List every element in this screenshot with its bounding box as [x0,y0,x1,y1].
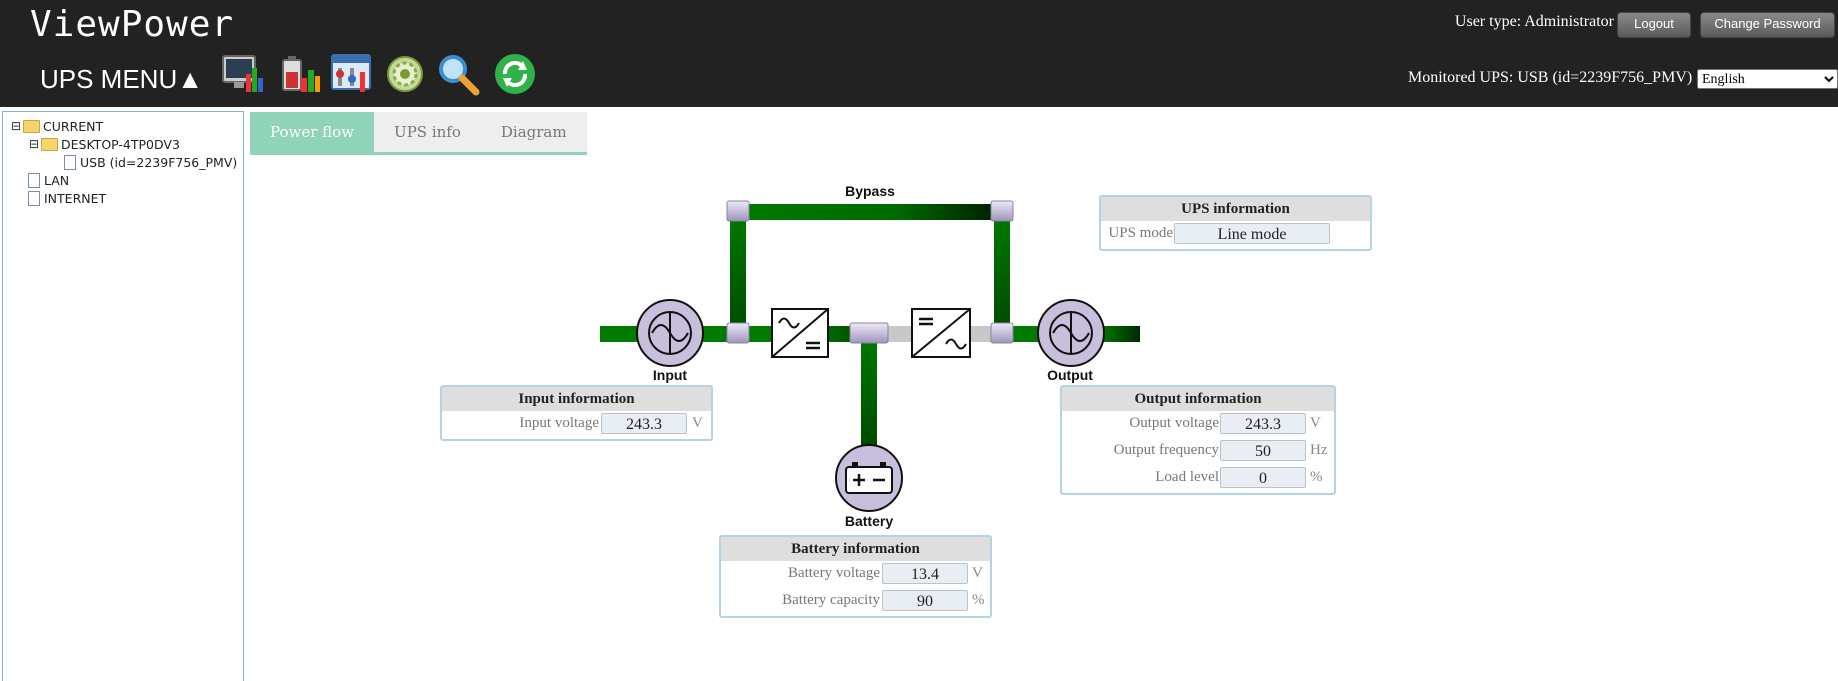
battery-capacity-value: 90 [882,590,968,611]
device-tree-panel: ⊟CURRENT ⊟DESKTOP-4TP0DV3 USB (id=2239F7… [2,111,244,681]
logout-button[interactable]: Logout [1617,12,1691,38]
change-password-button[interactable]: Change Password [1700,12,1835,38]
battery-line [861,336,877,448]
folder-icon [41,138,58,151]
output-frequency-value: 50 [1220,440,1306,461]
input-voltage-unit: V [692,415,703,431]
output-frequency-label: Output frequency [1113,442,1219,458]
tree-label: CURRENT [43,119,104,134]
inverter-icon [911,308,971,358]
collapse-icon[interactable]: ⊟ [29,137,40,151]
junction-node [726,322,750,344]
app-title: ViewPower [30,4,235,45]
battery-capacity-label: Battery capacity [782,592,880,608]
input-line [600,326,642,342]
battery-capacity-unit: % [972,592,985,608]
collapse-icon[interactable]: ⊟ [11,119,22,133]
settings-gear-icon[interactable] [383,52,427,96]
ups-mode-row: UPS mode Line mode [1101,221,1370,248]
search-magnifier-icon[interactable] [436,52,480,96]
top-header: ViewPower UPS MENU▲ [0,0,1838,107]
input-voltage-value: 243.3 [601,413,687,434]
output-feed-line [1010,326,1040,342]
tree-label: USB (id=2239F756_PMV) [80,155,238,170]
output-line [1100,326,1140,342]
battery-voltage-value: 13.4 [882,563,968,584]
battery-label: Battery [845,513,893,529]
battery-info-title: Battery information [721,537,990,561]
tree-label: INTERNET [44,191,107,206]
input-info-panel: Input information Input voltage 243.3 V [440,385,713,441]
output-info-panel: Output information Output voltage 243.3 … [1060,385,1336,495]
configuration-icon[interactable] [330,52,374,96]
user-type-label: User type: Administrator [1454,13,1614,30]
dc-bus-inactive [886,326,912,342]
bypass-left-drop [730,212,746,334]
battery-voltage-label: Battery voltage [787,565,880,581]
battery-voltage-row: Battery voltage 13.4 V [721,561,990,588]
bypass-label: Bypass [845,183,895,199]
load-level-unit: % [1310,469,1323,485]
battery-info-panel: Battery information Battery voltage 13.4… [719,535,992,618]
tree-item-lan[interactable]: LAN [28,172,69,188]
input-voltage-row: Input voltage 243.3 V [442,411,711,438]
input-info-title: Input information [442,387,711,411]
folder-icon [23,120,40,133]
ups-info-panel: UPS information UPS mode Line mode [1099,195,1372,251]
junction-node [990,200,1014,222]
tab-power-flow[interactable]: Power flow [250,112,375,152]
file-icon [28,191,40,206]
output-voltage-unit: V [1310,415,1321,431]
load-level-label: Load level [1155,469,1219,485]
battery-voltage-unit: V [972,565,983,581]
monitored-ups-label: Monitored UPS: USB (id=2239F756_PMV) [1408,69,1693,86]
junction-node [726,200,750,222]
battery-chart-icon[interactable] [277,52,321,96]
output-voltage-value: 243.3 [1220,413,1306,434]
battery-icon [835,444,903,512]
ups-info-title: UPS information [1101,197,1370,221]
output-ac-icon [1037,299,1105,367]
tree-item-current[interactable]: ⊟ CURRENT [11,118,103,134]
refresh-icon[interactable] [493,52,537,96]
tree-label: LAN [44,173,70,188]
tab-ups-info[interactable]: UPS info [374,112,481,152]
rectifier-icon [771,308,829,358]
load-level-value: 0 [1220,467,1306,488]
ups-mode-value: Line mode [1174,223,1330,244]
input-label: Input [653,367,688,383]
input-voltage-label: Input voltage [519,415,599,431]
bypass-right-drop [994,212,1010,334]
output-frequency-row: Output frequency 50 Hz [1062,438,1334,465]
tree-item-computer[interactable]: ⊟ DESKTOP-4TP0DV3 [29,136,180,152]
output-label: Output [1047,367,1093,383]
file-icon [64,155,76,170]
view-tabs: Power flow UPS info Diagram [250,112,587,155]
tree-item-usb-device[interactable]: USB (id=2239F756_PMV) [64,154,237,170]
ups-mode-label: UPS mode [1108,225,1173,241]
inverter-out-inactive [970,326,994,342]
tab-diagram[interactable]: Diagram [480,112,587,152]
file-icon [28,173,40,188]
monitor-chart-icon[interactable] [220,52,264,96]
tree-label: DESKTOP-4TP0DV3 [61,137,180,152]
output-info-title: Output information [1062,387,1334,411]
output-frequency-unit: Hz [1310,442,1328,458]
load-level-row: Load level 0 % [1062,465,1334,492]
tree-item-internet[interactable]: INTERNET [28,190,106,206]
junction-node [990,322,1014,344]
input-ac-icon [636,299,704,367]
language-select[interactable]: English [1697,69,1838,89]
junction-node [849,322,889,344]
output-voltage-label: Output voltage [1129,415,1219,431]
output-voltage-row: Output voltage 243.3 V [1062,411,1334,438]
battery-capacity-row: Battery capacity 90 % [721,588,990,615]
bypass-line [737,204,1003,220]
ups-menu-button[interactable]: UPS MENU▲ [40,64,203,94]
